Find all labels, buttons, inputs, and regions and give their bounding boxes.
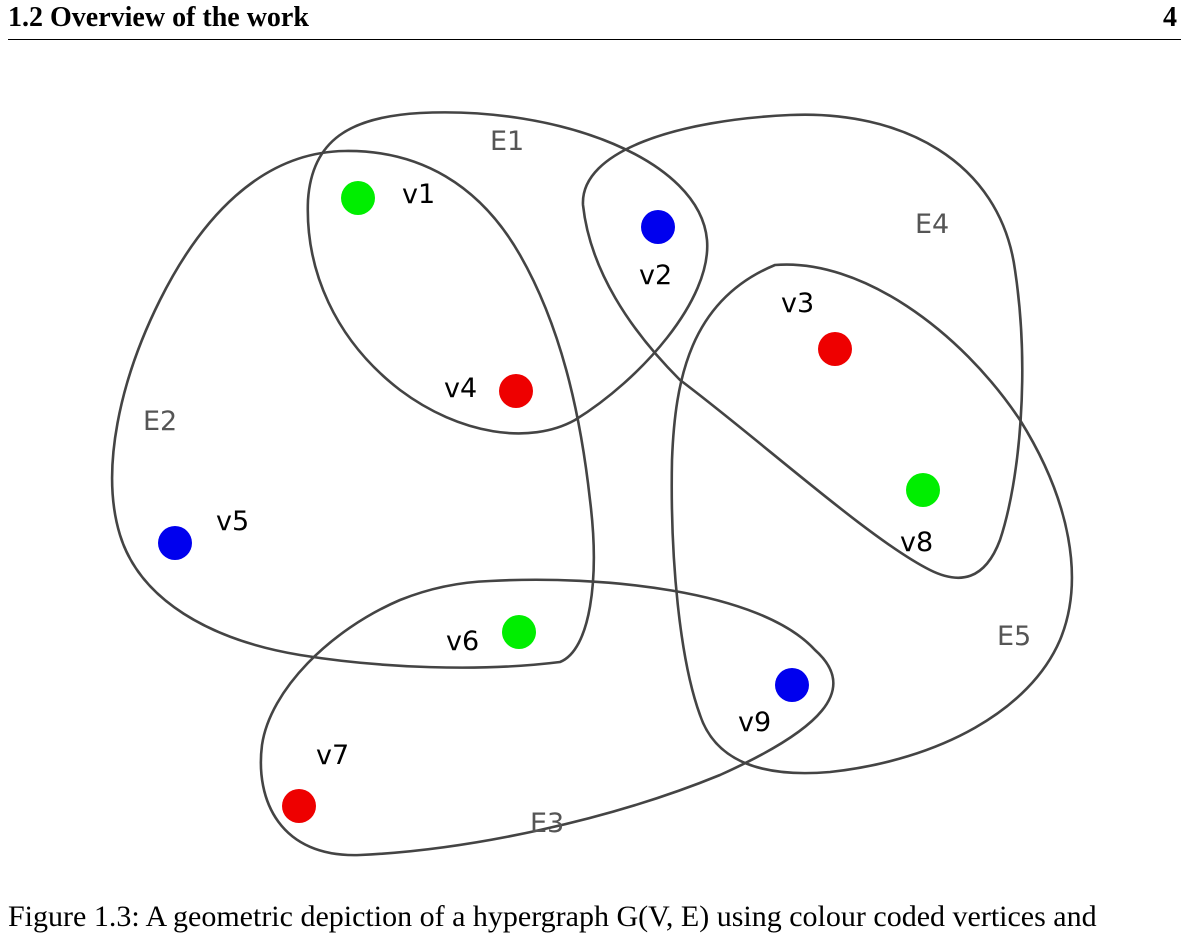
vertex-v5: v5 <box>158 506 249 560</box>
vertex-v8: v8 <box>900 473 940 558</box>
vertex-v5-dot <box>158 526 192 560</box>
vertex-v3-dot <box>818 332 852 366</box>
vertex-v8-label: v8 <box>900 527 933 558</box>
vertex-v7-label: v7 <box>316 740 349 771</box>
vertex-v5-label: v5 <box>216 506 249 537</box>
vertex-v1: v1 <box>341 179 435 215</box>
vertex-v8-dot <box>906 473 940 507</box>
vertex-v4-label: v4 <box>444 373 477 404</box>
hyperedge-e2: E2 <box>110 149 595 669</box>
vertex-v2: v2 <box>639 210 675 291</box>
vertex-v4: v4 <box>444 373 533 408</box>
vertex-v1-dot <box>341 181 375 215</box>
vertex-v7: v7 <box>282 740 349 823</box>
vertex-v7-dot <box>282 789 316 823</box>
hyperedge-e3-label: E3 <box>530 808 564 839</box>
hyperedge-e2-label: E2 <box>143 406 177 437</box>
hyperedge-e4-outline <box>581 113 1024 580</box>
hyperedge-e5-label: E5 <box>997 621 1031 652</box>
hyperedge-e2-outline <box>110 149 595 669</box>
hyperedge-e5-outline <box>670 263 1074 775</box>
vertex-v4-dot <box>499 374 533 408</box>
hyperedge-e3: E3 <box>259 578 835 857</box>
page-header: 1.2 Overview of the work 4 <box>8 0 1181 40</box>
hyperedge-e3-outline <box>259 578 835 857</box>
hypergraph-figure: E1 E2 E3 E4 E5 v1 v2 v3 <box>0 40 1189 900</box>
hyperedge-e1: E1 <box>306 111 709 435</box>
hyperedge-e1-outline <box>306 111 709 435</box>
vertex-v6-label: v6 <box>446 626 479 657</box>
vertex-v3: v3 <box>781 288 852 366</box>
hyperedge-e5: E5 <box>670 263 1074 775</box>
vertex-v3-label: v3 <box>781 288 814 319</box>
figure-caption: Figure 1.3: A geometric depiction of a h… <box>8 900 1097 933</box>
hypergraph-diagram: E1 E2 E3 E4 E5 v1 v2 v3 <box>110 111 1074 857</box>
vertex-v9: v9 <box>738 668 809 738</box>
page-number: 4 <box>1163 2 1177 33</box>
hyperedge-e4: E4 <box>581 113 1024 580</box>
vertex-v9-dot <box>775 668 809 702</box>
vertex-v9-label: v9 <box>738 707 771 738</box>
vertex-v2-label: v2 <box>639 260 672 291</box>
vertex-v2-dot <box>641 210 675 244</box>
hyperedge-e4-label: E4 <box>915 209 949 240</box>
vertex-v6: v6 <box>446 615 536 657</box>
vertex-v1-label: v1 <box>402 179 435 210</box>
hyperedge-e1-label: E1 <box>490 126 524 157</box>
section-title: 1.2 Overview of the work <box>8 2 309 33</box>
vertex-v6-dot <box>502 615 536 649</box>
